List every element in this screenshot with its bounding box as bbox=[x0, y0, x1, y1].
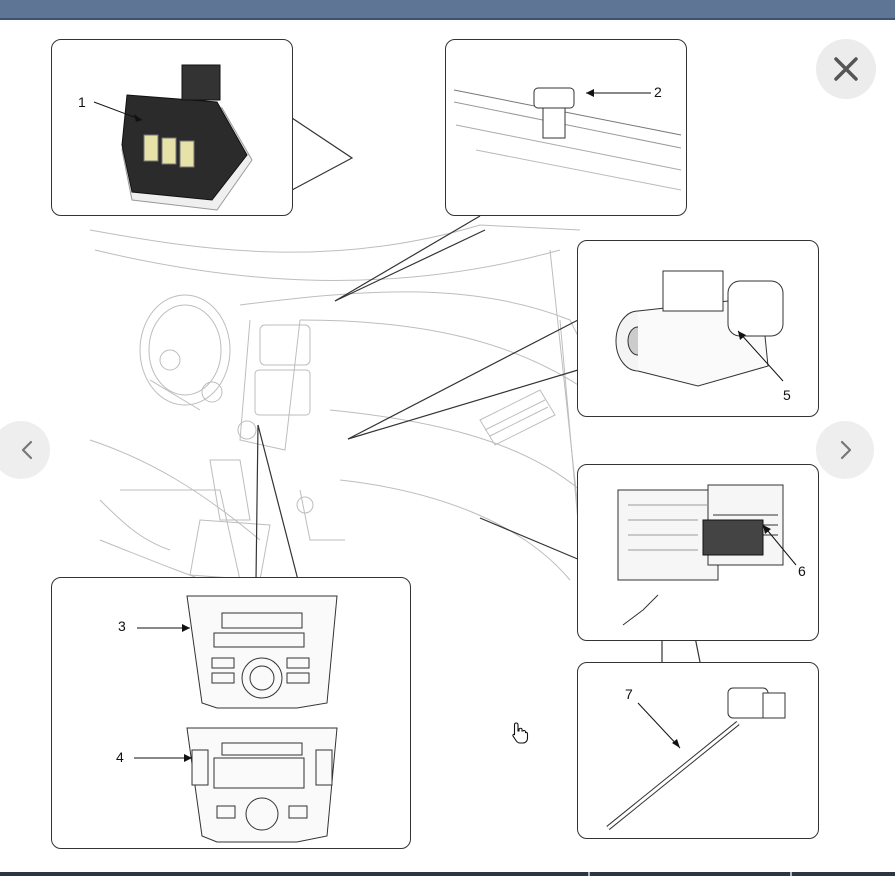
heater-unit-illustration bbox=[617, 484, 797, 626]
callout-box-1: 1 bbox=[51, 39, 293, 216]
callout-box-3-4: 3 4 bbox=[51, 577, 411, 849]
actuator-illustration bbox=[615, 270, 784, 387]
climate-control-panels-illustration bbox=[134, 595, 338, 843]
close-button[interactable] bbox=[816, 39, 876, 99]
hand-pointer-icon bbox=[512, 722, 529, 744]
callout-number-2: 2 bbox=[654, 84, 662, 100]
callout-box-2: 2 bbox=[445, 39, 687, 216]
callout-number-1: 1 bbox=[78, 94, 86, 110]
close-icon bbox=[834, 57, 858, 81]
sensor-mount-illustration bbox=[453, 87, 682, 191]
callout-number-6: 6 bbox=[798, 563, 806, 579]
callout-box-6: 6 bbox=[577, 464, 819, 641]
callout-number-3: 3 bbox=[118, 618, 126, 634]
previous-image-button[interactable] bbox=[0, 421, 50, 479]
window-top-bar bbox=[0, 0, 895, 20]
callout-box-7: 7 bbox=[577, 662, 819, 839]
bottom-bar-divider bbox=[588, 872, 590, 876]
next-image-button[interactable] bbox=[816, 421, 874, 479]
chevron-left-icon bbox=[21, 440, 33, 460]
callout-box-5: 5 bbox=[577, 240, 819, 417]
callout-number-4: 4 bbox=[116, 749, 124, 765]
sensor-module-illustration bbox=[93, 64, 253, 211]
image-viewer: 1 2 5 bbox=[0, 20, 895, 872]
bottom-bar-divider bbox=[790, 872, 792, 876]
callout-number-5: 5 bbox=[783, 387, 791, 403]
callout-number-7: 7 bbox=[625, 686, 633, 702]
temperature-sensor-illustration bbox=[606, 687, 786, 830]
window-bottom-bar bbox=[0, 872, 895, 876]
chevron-right-icon bbox=[840, 440, 852, 460]
